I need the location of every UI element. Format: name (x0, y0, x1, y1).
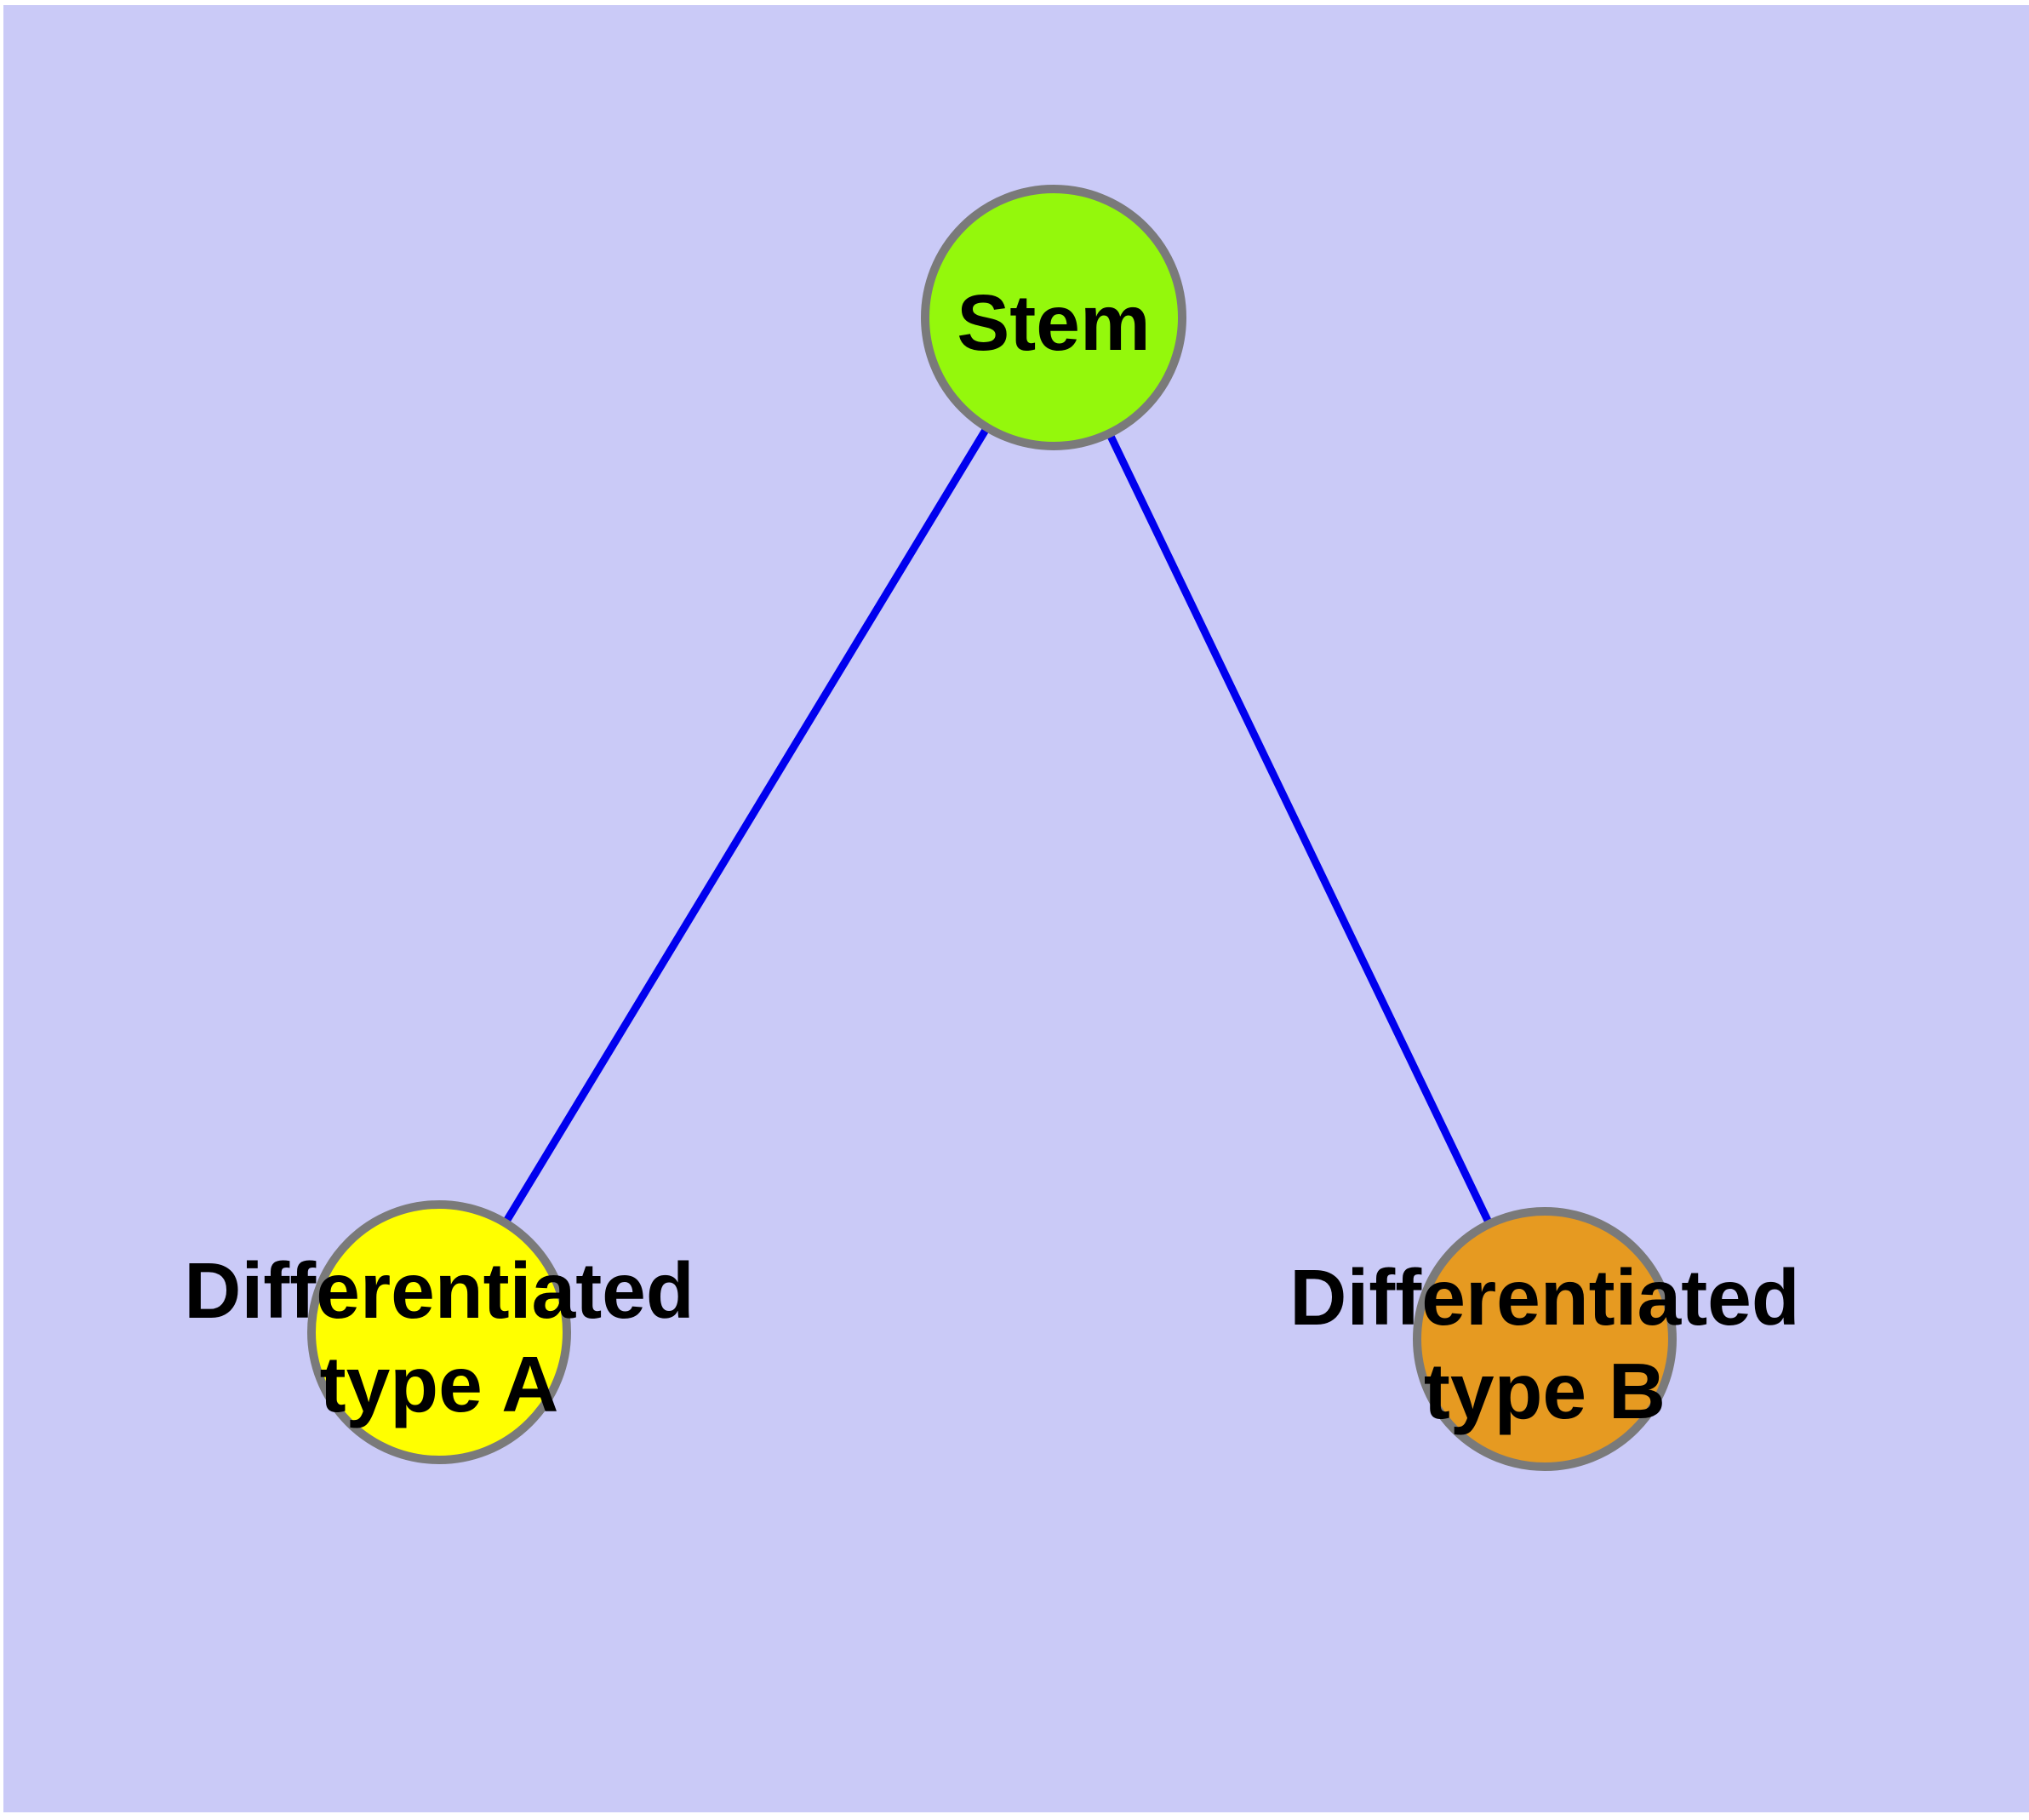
node-label-differentiated-type-b-line1: Differentiated (1289, 1253, 1799, 1342)
node-label-differentiated-type-b-line2: type B (1424, 1347, 1666, 1435)
node-circle-differentiated-type-a (307, 1200, 571, 1464)
graph-edge-stem-differentiated-type-b (1049, 316, 1549, 1341)
node-circle-stem (921, 185, 1186, 450)
graph-node-stem: Stem (921, 185, 1186, 450)
node-label-stem-line1: Stem (957, 278, 1150, 367)
edges-layer (436, 315, 1549, 1341)
node-label-differentiated-type-a-line1: Differentiated (184, 1246, 694, 1335)
node-circle-differentiated-type-b (1413, 1207, 1677, 1471)
node-label-differentiated-type-a-line2: type A (320, 1340, 559, 1428)
graph-edge-stem-differentiated-type-a (436, 315, 1057, 1335)
